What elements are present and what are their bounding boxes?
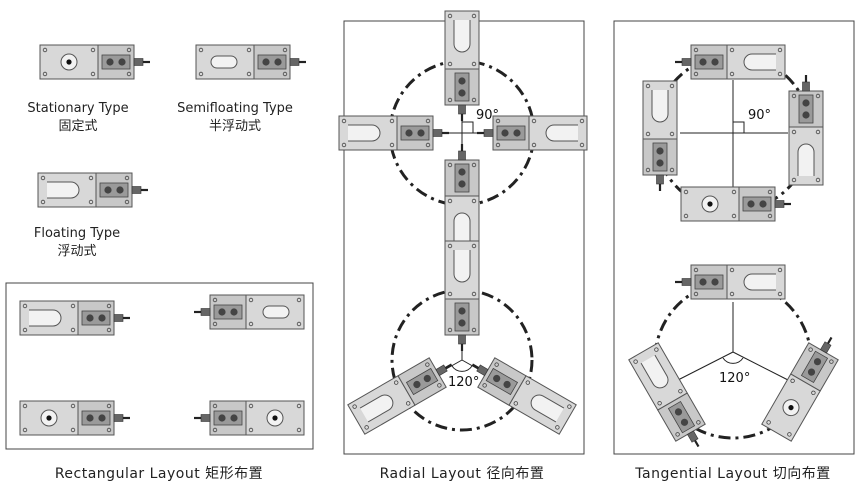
radial-three-angle-arc (451, 365, 473, 372)
stationary-type-label-zh: 固定式 (58, 119, 97, 134)
radial-module-three-top (443, 239, 481, 353)
radial-module-three-left (346, 348, 462, 436)
radial-module-top (443, 9, 481, 123)
rect-module-bottom-left (18, 399, 132, 437)
rect-module-top-left (18, 299, 132, 337)
tangential-spoke-left (677, 351, 734, 381)
stationary-type-label: Stationary Type (27, 101, 128, 116)
rect-module-bottom-right (192, 399, 306, 437)
tangential-four-angle-label: 90° (748, 108, 771, 123)
tangential-module-three-left (627, 341, 715, 457)
tangential-module-three-top (673, 263, 787, 301)
tangential-three-angle-arc (722, 357, 744, 364)
tangential-three-angle-label: 120° (719, 371, 750, 386)
floating-type-label: Floating Type (34, 226, 120, 241)
semifloating-type-label: Semifloating Type (177, 101, 293, 116)
tangential-module-top (673, 43, 787, 81)
tangential-module-left (641, 79, 679, 193)
tangential-spoke-right (732, 351, 789, 381)
radial-right-angle-mark (462, 121, 474, 133)
radial-three-angle-label: 120° (448, 375, 479, 390)
tangential-layout-caption: Tangential Layout 切向布置 (634, 466, 830, 482)
radial-module-three-right (462, 348, 578, 436)
radial-module-right (475, 114, 589, 152)
rectangular-layout-caption: Rectangular Layout 矩形布置 (55, 466, 263, 482)
floating-type-label-zh: 浮动式 (57, 244, 96, 259)
semifloating-type-module (194, 43, 308, 81)
tangential-right-angle-mark (733, 121, 745, 133)
radial-layout-caption: Radial Layout 径向布置 (380, 466, 545, 482)
tangential-layout-frame (613, 20, 855, 455)
tangential-module-right (787, 73, 825, 187)
radial-module-left (337, 114, 451, 152)
radial-module-bottom (443, 142, 481, 256)
semifloating-type-label-zh: 半浮动式 (209, 119, 261, 134)
tangential-module-bottom (679, 185, 793, 223)
floating-type-module (36, 171, 150, 209)
rect-module-top-right (192, 293, 306, 331)
stationary-type-module (38, 43, 152, 81)
rectangular-layout-frame (5, 282, 314, 450)
tangential-module-three-right (760, 327, 848, 443)
